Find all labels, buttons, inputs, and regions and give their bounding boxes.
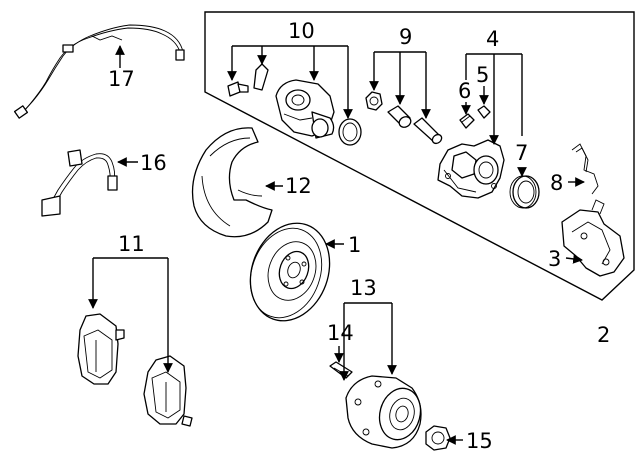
hub-nut[interactable]	[425, 425, 451, 451]
caliper[interactable]	[437, 139, 505, 199]
dust-shield[interactable]	[191, 127, 273, 238]
callout-1: 1	[348, 233, 361, 257]
abs-sensor-harness[interactable]	[13, 24, 185, 119]
parking-brake-motor[interactable]	[275, 79, 335, 139]
callout-16: 16	[140, 151, 167, 175]
callout-11: 11	[118, 232, 145, 256]
callout-10: 10	[288, 19, 315, 43]
motor-o-ring[interactable]	[338, 118, 362, 146]
caliper-bracket[interactable]	[561, 199, 625, 277]
hub-bolt[interactable]	[329, 361, 353, 379]
callout-14: 14	[327, 321, 354, 345]
caliper-group-boundary	[204, 11, 635, 301]
callout-13: 13	[350, 276, 377, 300]
pad-spring-clip[interactable]	[571, 143, 599, 195]
callout-2: 2	[597, 323, 610, 347]
callout-3: 3	[548, 247, 561, 271]
callout-12: 12	[285, 174, 312, 198]
caliper-bolt-short[interactable]	[253, 63, 269, 91]
guide-pin[interactable]	[413, 117, 443, 145]
callout-5: 5	[476, 63, 489, 87]
brake-pad-inner[interactable]	[77, 313, 125, 385]
callout-9: 9	[399, 25, 412, 49]
guide-pin-bushing[interactable]	[387, 105, 413, 129]
wheel-hub-bearing[interactable]	[345, 375, 426, 449]
brake-rotor[interactable]	[237, 212, 343, 332]
callout-6: 6	[458, 79, 471, 103]
caliper-piston-seal[interactable]	[509, 175, 540, 209]
callout-15: 15	[466, 429, 493, 453]
callout-17: 17	[108, 67, 135, 91]
caliper-bolt-long[interactable]	[227, 81, 249, 97]
brake-hose[interactable]	[41, 149, 118, 217]
brake-pad-outer[interactable]	[143, 355, 193, 427]
bleeder-screw[interactable]	[459, 113, 475, 129]
callout-4: 4	[486, 27, 499, 51]
callout-7: 7	[515, 141, 528, 165]
guide-pin-boot[interactable]	[365, 91, 383, 111]
bleeder-cap[interactable]	[477, 105, 491, 119]
callout-8: 8	[550, 171, 563, 195]
